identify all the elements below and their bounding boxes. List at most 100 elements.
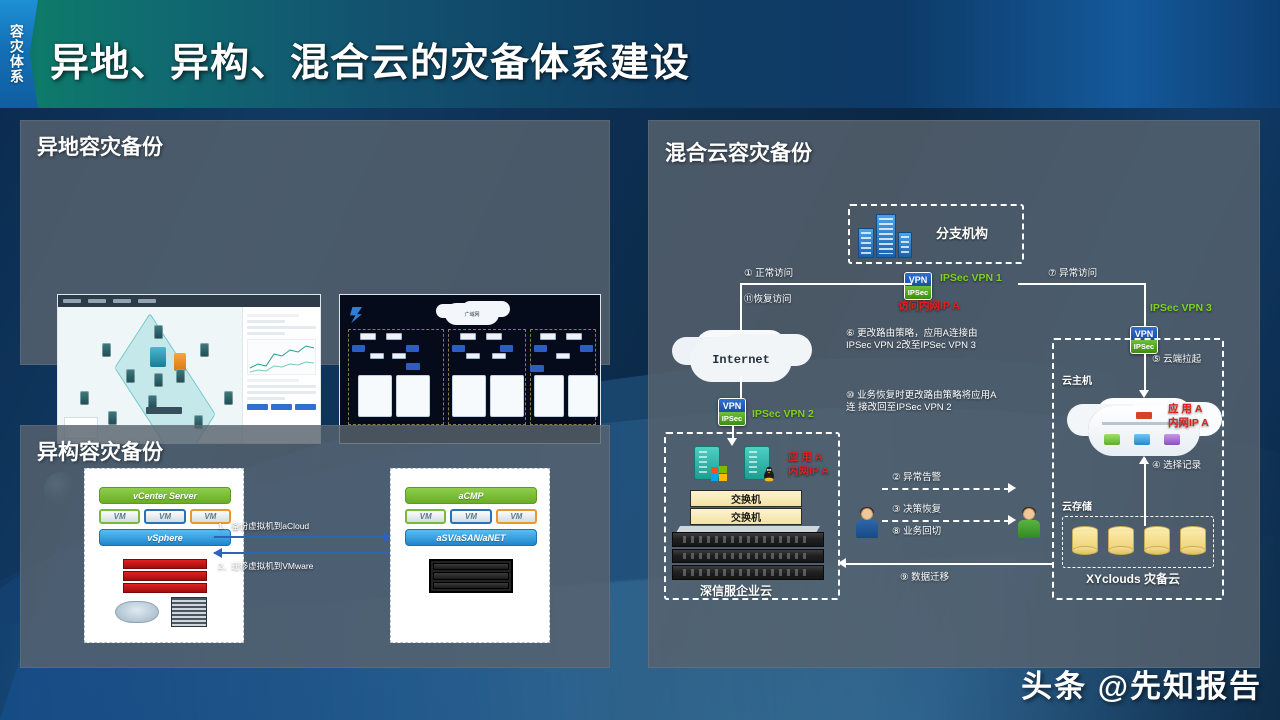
topology-card [452, 375, 486, 417]
enterprise-server-rack [672, 526, 824, 581]
access-internal-ip-label: 访问内网IP A [898, 300, 960, 312]
datacenter-group-b [448, 329, 526, 425]
acmp-bar: aCMP [405, 487, 537, 504]
topology-switch [352, 345, 365, 352]
arrow-head-right-step2 [1008, 483, 1016, 493]
topology-node [154, 325, 163, 339]
section-side-tab-label: 容灾体系 [8, 24, 25, 84]
arrow-head-up-storage [1139, 456, 1149, 464]
connector-right-vertical [1144, 283, 1146, 333]
topology-node [148, 395, 157, 409]
windows-server-icon [694, 446, 727, 481]
thumbnail-topology-console [57, 294, 321, 444]
topology-node [194, 415, 203, 429]
vpn-icon-top-text: VPN [719, 399, 745, 412]
topology-node [102, 343, 111, 357]
connector-left-vertical [740, 283, 742, 353]
dr-app-line2: 内网IP A [1168, 417, 1209, 430]
side-pane-buttons[interactable] [247, 404, 316, 410]
step-2-label: ② 异常告警 [892, 472, 942, 483]
slide-header: 容灾体系 异地、异构、混合云的灾备体系建设 [0, 0, 1280, 108]
dr-cloud-name: XYclouds 灾备云 [1086, 572, 1181, 586]
topology-switch [406, 363, 420, 370]
black-server-rack [429, 559, 513, 593]
step-7-label: ⑦ 异常访问 [1048, 268, 1098, 279]
enterprise-app-line1: 应 用 A [788, 451, 823, 463]
arrow-head-left [213, 548, 222, 558]
side-pane-row [247, 314, 299, 317]
asv-asan-anet-bar: aSV/aSAN/aNET [405, 529, 537, 546]
topology-node [154, 373, 163, 387]
cloud-storage-box [1062, 516, 1214, 568]
topology-node [126, 369, 135, 383]
dr-app-line1: 应 用 A [1168, 403, 1203, 415]
topology-card [534, 375, 564, 417]
vm-chip: VM [405, 509, 447, 524]
dashed-arrow-step2 [882, 488, 1010, 490]
arrow-head-down-vpn2 [727, 438, 737, 446]
topology-switch [500, 345, 513, 352]
windows-logo-icon [711, 466, 727, 482]
topology-node-box [486, 333, 502, 340]
red-server-rack [123, 559, 207, 593]
step-10-label: ⑩ 业务恢复时更改路由策略将应用A 连 接改回至IPSec VPN 2 [846, 390, 1046, 414]
topology-switch [530, 365, 544, 372]
side-pane-row [247, 326, 316, 329]
topology-card [396, 375, 430, 417]
topology-core-node [150, 347, 166, 367]
side-pane-row [247, 379, 299, 382]
topology-node [108, 411, 117, 425]
vpn-ipsec-icon-2: VPN IPSec [718, 398, 746, 426]
side-pane-row [247, 385, 316, 388]
panel-offsite-backup: 异地容灾备份 [20, 120, 610, 444]
office-building-icon [858, 212, 914, 258]
section-side-tab: 容灾体系 [0, 0, 38, 108]
step-11-label: ⑪恢复访问 [744, 294, 792, 305]
connector-internet-down [740, 376, 742, 398]
dr-cloud-box [1052, 338, 1224, 600]
side-pane-row [247, 332, 285, 335]
step-10-line1: ⑩ 业务恢复时更改路由策略将应用A [846, 390, 997, 401]
topology-switch [534, 345, 547, 352]
vsphere-bar: vSphere [99, 529, 231, 546]
step-4-label: ④ 选择记录 [1152, 460, 1202, 471]
vm-chip: VM [495, 509, 537, 524]
vpn-icon-bottom-text: IPSec [905, 286, 931, 299]
topology-node-box [360, 333, 376, 340]
linux-penguin-icon [761, 466, 777, 482]
topology-node-box [540, 333, 556, 340]
topology-node-box [460, 333, 476, 340]
vm-chip: VM [99, 509, 141, 524]
thumbnail-topology-canvas [58, 307, 242, 443]
dashed-arrow-step3-8 [882, 520, 1010, 522]
branch-office-label: 分支机构 [936, 226, 989, 241]
topology-node-box [392, 353, 406, 359]
database-cylinder-icon [1072, 526, 1098, 556]
connector-data-migration [844, 563, 1052, 565]
dr-cloud-platform-icon [1088, 406, 1200, 456]
panel-hybrid-title: 混合云容灾备份 [665, 142, 812, 165]
vpn-icon-bottom-text: IPSec [719, 412, 745, 425]
storage-rack-icon [171, 597, 207, 627]
linux-server-icon [744, 446, 774, 482]
topology-node [200, 343, 209, 357]
connector-branch-to-right [1018, 283, 1146, 285]
page-title: 异地、异构、混合云的灾备体系建设 [50, 42, 691, 85]
topology-node-label [146, 407, 182, 414]
topology-node-box [556, 353, 570, 359]
topology-node-box [370, 353, 384, 359]
side-pane-row [247, 391, 316, 394]
topology-node-box [466, 353, 480, 359]
step-5-label: ⑤ 云端拉起 [1152, 354, 1202, 365]
database-cylinder-icon [1144, 526, 1170, 556]
side-pane-chart [247, 339, 316, 375]
cloud-storage-label: 云存储 [1062, 502, 1092, 513]
topology-node [224, 391, 233, 405]
heterogeneous-diagram: vCenter Server VM VM VM vSphere 1、备份虚拟机到… [36, 468, 576, 643]
enterprise-cloud-name: 深信服企业云 [700, 584, 773, 598]
vm-chip: VM [189, 509, 231, 524]
topology-card [358, 375, 392, 417]
step-9-label: ⑨ 数据迁移 [900, 572, 950, 583]
panel-heterogeneous-title: 异构容灾备份 [37, 441, 163, 464]
internet-cloud-icon: Internet [690, 338, 792, 382]
